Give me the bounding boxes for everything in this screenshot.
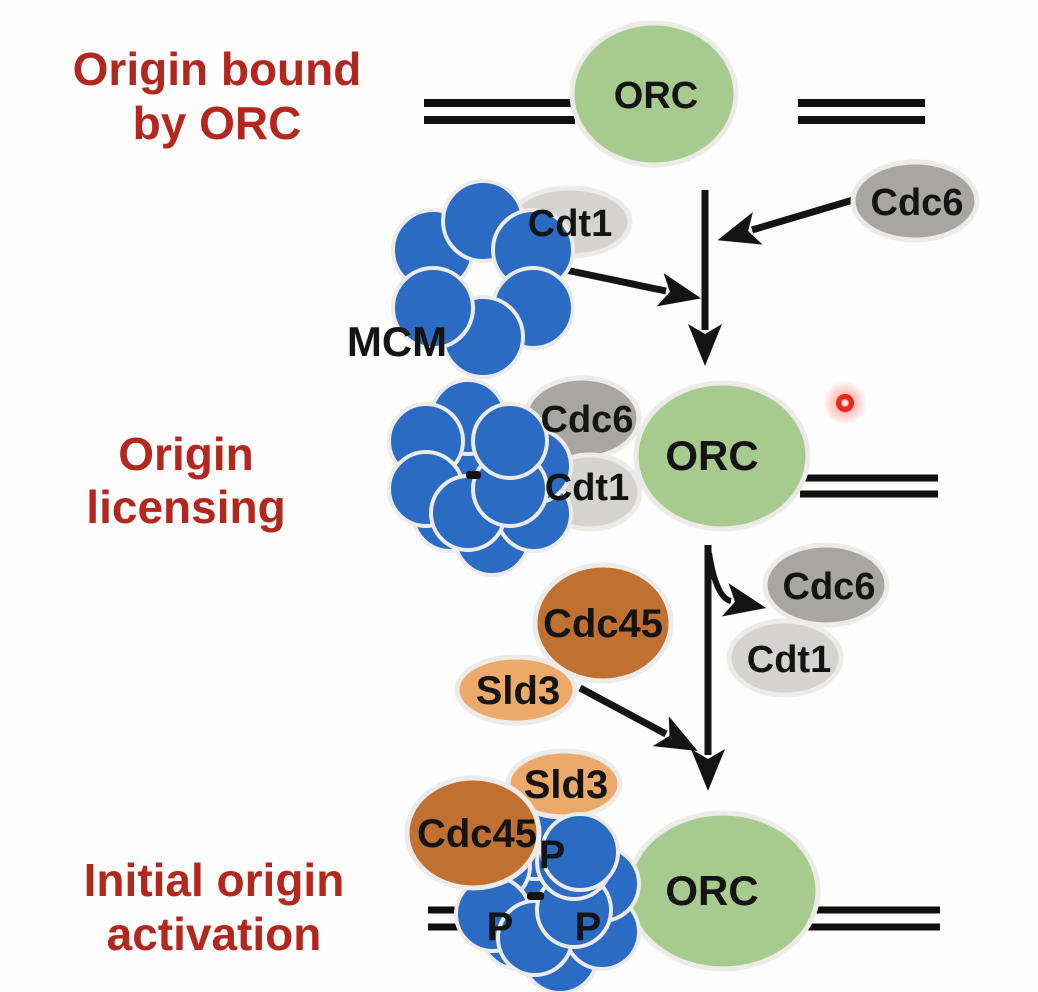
laser-pointer-dot	[823, 381, 867, 425]
arrow-release-branch	[706, 552, 767, 617]
phospho-mark-2: P	[487, 905, 514, 949]
stage3-title: Initial origin activation	[84, 854, 345, 960]
cdc6-label-released: Cdc6	[783, 566, 876, 608]
cdc45-label-free: Cdc45	[543, 602, 663, 646]
arrow-cdc45-sld3-join	[578, 684, 698, 751]
cdt1-oval-released	[726, 618, 844, 698]
stage2-title: Origin licensing	[86, 428, 285, 533]
mcm-subunit-front	[540, 812, 620, 892]
cdc45-oval-activation	[404, 775, 542, 891]
orc-label-licensing: ORC	[665, 432, 758, 479]
cdc6-oval-free	[850, 159, 980, 243]
arrow-cdc6-join	[717, 196, 854, 245]
phospho-mark-3: P	[575, 905, 602, 949]
cdc6-oval-released	[762, 542, 890, 628]
stage1-title-line2: by ORC	[133, 97, 302, 149]
cdc6-label-licensing: Cdc6	[541, 399, 634, 441]
mcm-label: MCM	[347, 318, 447, 365]
orc-label-activation: ORC	[665, 867, 758, 914]
stage2-title-line2: licensing	[86, 481, 285, 533]
cdt1-label-loading: Cdt1	[528, 203, 612, 245]
arrow-mcm-join	[555, 264, 702, 307]
pointer-ring	[836, 394, 854, 412]
stage3-title-line2: activation	[107, 908, 322, 960]
pointer-core	[842, 400, 848, 406]
activation-arrows	[578, 545, 767, 791]
orc-oval-top	[569, 20, 739, 168]
sld3-label-free: Sld3	[476, 669, 560, 713]
dna-strand-top	[424, 99, 925, 124]
cdt1-label-released: Cdt1	[747, 639, 831, 681]
cdt1-label-licensing: Cdt1	[545, 467, 629, 509]
mcm-channel-dash	[527, 892, 544, 900]
stage2-title-line1: Origin	[118, 428, 253, 480]
cdc45-label-activation: Cdc45	[417, 812, 537, 856]
orc-oval-licensing	[633, 380, 811, 532]
cdc45-oval-free	[532, 562, 674, 684]
orc-label-top: ORC	[614, 75, 698, 117]
phospho-mark-1: P	[539, 833, 566, 877]
mcm-channel-dash	[466, 471, 481, 479]
mcm-subunit	[391, 266, 475, 350]
mcm-hexamer-loading	[391, 179, 575, 379]
stage1-title: Origin bound by ORC	[73, 43, 362, 149]
loading-arrows	[555, 190, 854, 366]
sld3-oval-free	[454, 654, 578, 726]
dna-strand-licensing	[800, 474, 938, 498]
stage3-title-line1: Initial origin	[84, 854, 345, 906]
mcm-subunit	[540, 812, 620, 892]
mcm-subunit	[471, 402, 549, 480]
sld3-label-activation: Sld3	[524, 763, 608, 807]
cdc6-label-free: Cdc6	[871, 182, 964, 224]
stage1-title-line1: Origin bound	[73, 43, 362, 95]
